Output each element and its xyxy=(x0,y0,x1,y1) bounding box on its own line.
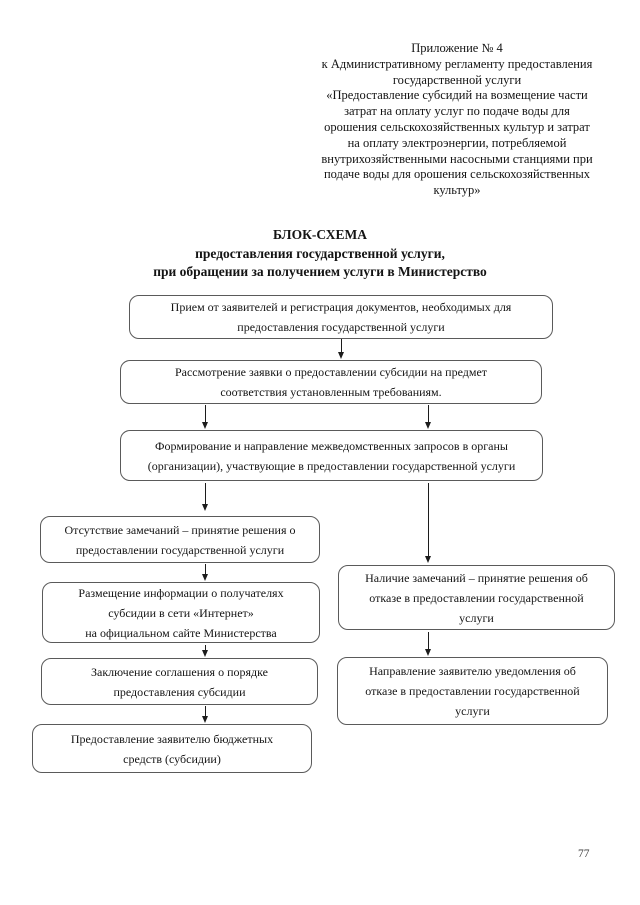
arrow-shaft xyxy=(428,405,429,423)
arrow-down-icon xyxy=(424,632,433,656)
arrow-head xyxy=(338,352,344,359)
flow-node-application-review: Рассмотрение заявки о предоставлении суб… xyxy=(120,360,542,404)
flow-node-internet-publication: Размещение информации о получателях субс… xyxy=(42,582,320,643)
arrow-shaft xyxy=(205,645,206,651)
arrow-shaft xyxy=(428,483,429,557)
arrow-down-icon xyxy=(201,405,210,429)
flow-node-interagency-requests: Формирование и направление межведомствен… xyxy=(120,430,543,481)
arrow-down-icon xyxy=(337,339,346,359)
arrow-head xyxy=(425,556,431,563)
flow-node-refusal-notification: Направление заявителю уведомления об отк… xyxy=(337,657,608,725)
arrow-head xyxy=(425,422,431,429)
arrow-head xyxy=(202,422,208,429)
arrow-head xyxy=(202,504,208,511)
arrow-shaft xyxy=(205,405,206,423)
arrow-down-icon xyxy=(424,405,433,429)
arrow-head xyxy=(425,649,431,656)
flow-node-funds-disbursement: Предоставление заявителю бюджетных средс… xyxy=(32,724,312,773)
flow-node-subsidy-agreement: Заключение соглашения о порядке предоста… xyxy=(41,658,318,705)
arrow-down-icon xyxy=(201,645,210,657)
appendix-header: Приложение № 4 к Административному регла… xyxy=(321,41,593,198)
arrow-down-icon xyxy=(201,483,210,511)
page-title: БЛОК-СХЕМА предоставления государственно… xyxy=(153,227,487,279)
flow-node-remarks-refusal-decision: Наличие замечаний – принятие решения об … xyxy=(338,565,615,630)
flow-node-no-remarks-approval: Отсутствие замечаний – принятие решения … xyxy=(40,516,320,563)
arrow-shaft xyxy=(205,564,206,575)
arrow-head xyxy=(202,574,208,581)
arrow-shaft xyxy=(205,483,206,505)
flow-node-reception-registration: Прием от заявителей и регистрация докуме… xyxy=(129,295,553,339)
page-number: 77 xyxy=(578,848,590,860)
arrow-head xyxy=(202,716,208,723)
arrow-down-icon xyxy=(201,564,210,581)
arrow-shaft xyxy=(341,339,342,353)
arrow-down-icon xyxy=(424,483,433,563)
arrow-head xyxy=(202,650,208,657)
arrow-down-icon xyxy=(201,706,210,723)
arrow-shaft xyxy=(428,632,429,650)
arrow-shaft xyxy=(205,706,206,717)
